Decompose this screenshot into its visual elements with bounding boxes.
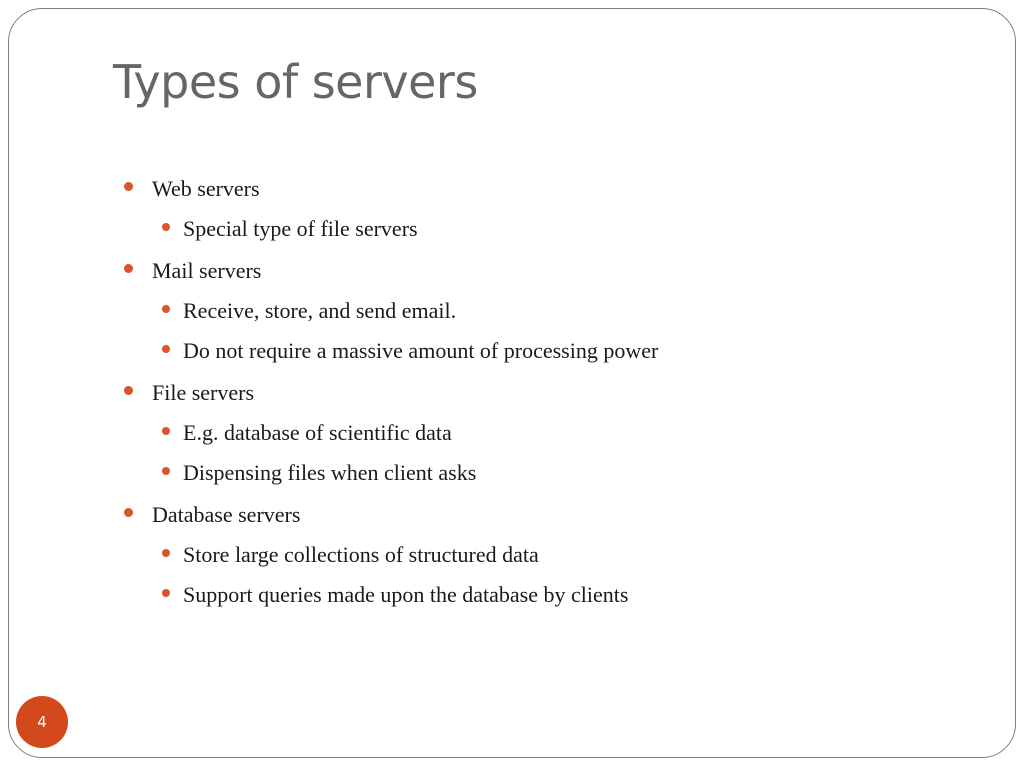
sub-bullet-text: Support queries made upon the database b…: [183, 582, 629, 607]
sub-bullet-text: Receive, store, and send email.: [183, 298, 457, 323]
sub-bullet-item: Special type of file servers: [116, 209, 658, 249]
bullet-item-database-servers: Database servers: [116, 495, 658, 535]
sub-bullet-item: Dispensing files when client asks: [116, 453, 658, 493]
sub-bullet-dot-icon: [162, 589, 170, 597]
sub-bullet-item: Store large collections of structured da…: [116, 535, 658, 575]
sub-bullet-dot-icon: [162, 467, 170, 475]
sub-bullet-dot-icon: [162, 223, 170, 231]
sub-bullet-text: Dispensing files when client asks: [183, 460, 477, 485]
sub-bullet-dot-icon: [162, 427, 170, 435]
slide-title: Types of servers: [113, 55, 478, 109]
bullet-text: Web servers: [152, 176, 260, 201]
bullet-text: Mail servers: [152, 258, 262, 283]
sub-bullet-item: Receive, store, and send email.: [116, 291, 658, 331]
bullet-item-web-servers: Web servers: [116, 169, 658, 209]
sub-bullet-text: E.g. database of scientific data: [183, 420, 452, 445]
sub-bullet-item: Do not require a massive amount of proce…: [116, 331, 658, 371]
bullet-list: Web servers Special type of file servers…: [116, 169, 658, 615]
bullet-dot-icon: [124, 264, 133, 273]
bullet-text: Database servers: [152, 502, 301, 527]
sub-bullet-dot-icon: [162, 345, 170, 353]
bullet-dot-icon: [124, 508, 133, 517]
sub-bullet-text: Do not require a massive amount of proce…: [183, 338, 659, 363]
bullet-dot-icon: [124, 182, 133, 191]
sub-bullet-text: Store large collections of structured da…: [183, 542, 539, 567]
sub-bullet-dot-icon: [162, 305, 170, 313]
sub-bullet-dot-icon: [162, 549, 170, 557]
sub-bullet-item: E.g. database of scientific data: [116, 413, 658, 453]
sub-bullet-item: Support queries made upon the database b…: [116, 575, 658, 615]
bullet-dot-icon: [124, 386, 133, 395]
slide-frame: Types of servers Web servers Special typ…: [8, 8, 1016, 758]
bullet-item-file-servers: File servers: [116, 373, 658, 413]
bullet-item-mail-servers: Mail servers: [116, 251, 658, 291]
page-number-badge: 4: [16, 696, 68, 748]
sub-bullet-text: Special type of file servers: [183, 216, 418, 241]
bullet-text: File servers: [152, 380, 255, 405]
